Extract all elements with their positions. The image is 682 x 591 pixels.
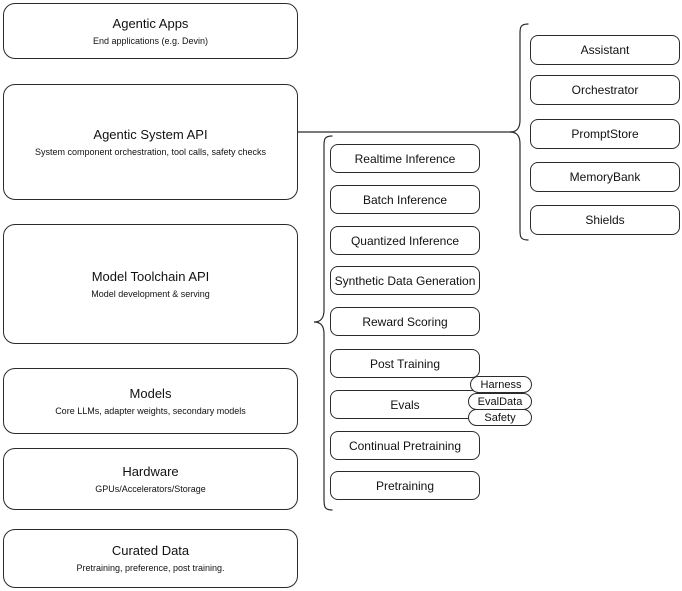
stack-layer-subtitle: System component orchestration, tool cal… xyxy=(34,146,267,157)
agentic-component[interactable]: Assistant xyxy=(530,35,680,65)
stack-layer-subtitle: Pretraining, preference, post training. xyxy=(76,563,225,573)
stack-layer-subtitle: GPUs/Accelerators/Storage xyxy=(95,483,206,494)
toolchain-item[interactable]: Pretraining xyxy=(330,471,480,500)
stack-layer-title: Hardware xyxy=(122,463,179,479)
toolchain-item[interactable]: Post Training xyxy=(330,349,480,378)
toolchain-item[interactable]: Evals xyxy=(330,390,480,419)
model-toolchain-api-brace xyxy=(312,134,334,512)
agentic-component[interactable]: Shields xyxy=(530,205,680,235)
agentic-component[interactable]: Orchestrator xyxy=(530,75,680,105)
stack-layer-subtitle: Core LLMs, adapter weights, secondary mo… xyxy=(55,405,246,416)
stack-layer[interactable]: Models Core LLMs, adapter weights, secon… xyxy=(3,368,298,434)
stack-layer[interactable]: Model Toolchain API Model development & … xyxy=(3,224,298,344)
stack-layer[interactable]: Agentic Apps End applications (e.g. Devi… xyxy=(3,3,298,59)
stack-layer-subtitle: Model development & serving xyxy=(91,288,210,299)
stack-layer-subtitle: End applications (e.g. Devin) xyxy=(92,35,209,46)
stack-layer[interactable]: Curated Data Pretraining, preference, po… xyxy=(3,529,298,588)
agentic-component[interactable]: PromptStore xyxy=(530,119,680,149)
eval-tag[interactable]: Safety xyxy=(468,409,532,426)
toolchain-item[interactable]: Continual Pretraining xyxy=(330,431,480,460)
eval-tag[interactable]: Harness xyxy=(470,376,532,393)
stack-layer-title: Models xyxy=(129,385,172,401)
stack-layer-title: Model Toolchain API xyxy=(91,268,210,284)
toolchain-item[interactable]: Quantized Inference xyxy=(330,226,480,255)
toolchain-item[interactable]: Reward Scoring xyxy=(330,307,480,336)
toolchain-item[interactable]: Realtime Inference xyxy=(330,144,480,173)
stack-layer-title: Curated Data xyxy=(111,543,190,558)
stack-layer-title: Agentic System API xyxy=(93,126,208,142)
eval-tag[interactable]: EvalData xyxy=(468,393,532,410)
stack-layer-title: Agentic Apps xyxy=(112,15,189,31)
agentic-component[interactable]: MemoryBank xyxy=(530,162,680,192)
toolchain-item[interactable]: Batch Inference xyxy=(330,185,480,214)
connector-agentic-system-api xyxy=(298,118,518,146)
toolchain-item[interactable]: Synthetic Data Generation xyxy=(330,266,480,295)
stack-layer[interactable]: Agentic System API System component orch… xyxy=(3,84,298,200)
stack-layer[interactable]: Hardware GPUs/Accelerators/Storage xyxy=(3,448,298,510)
agentic-system-api-brace xyxy=(508,22,530,242)
